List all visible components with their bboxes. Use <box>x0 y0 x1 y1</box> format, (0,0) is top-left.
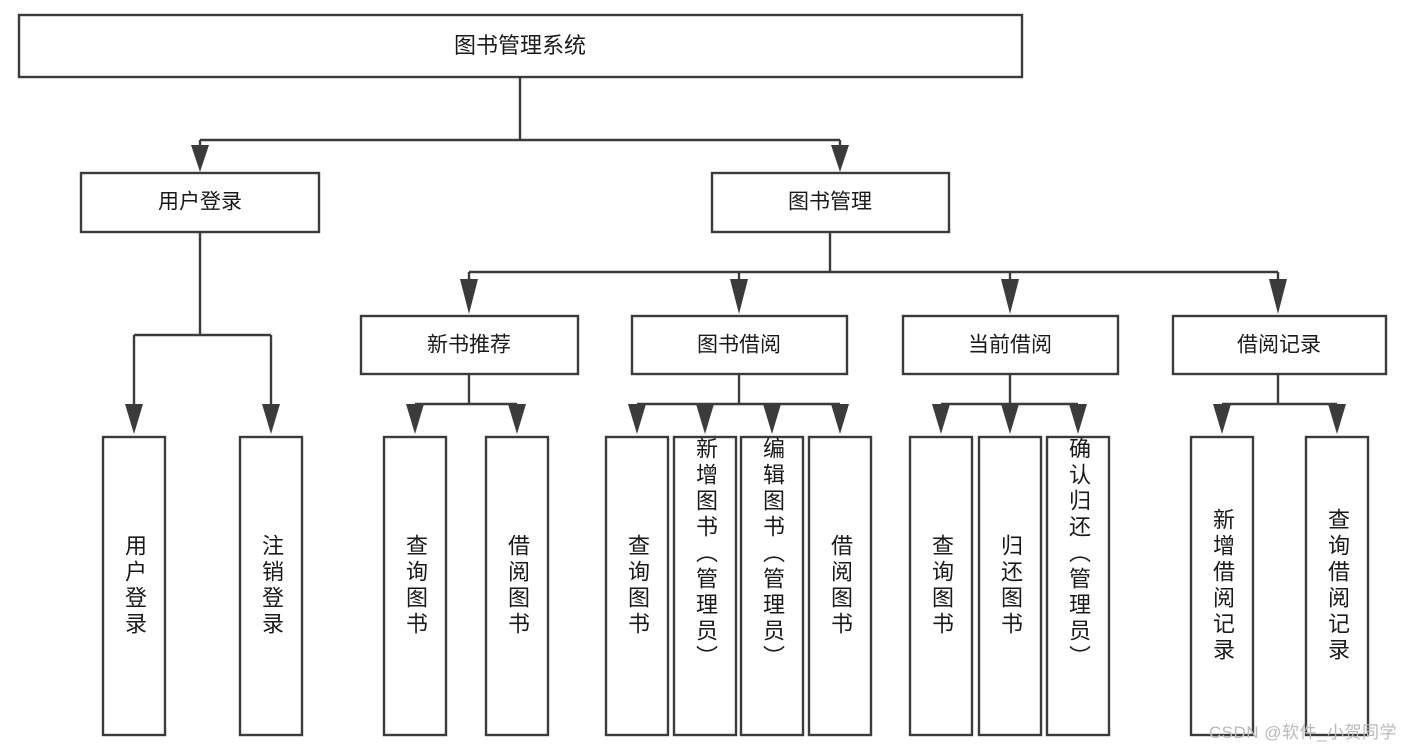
arrow-head-leaf-currentborrow-1 <box>932 404 950 434</box>
node-current-borrow[interactable] <box>901 314 1120 376</box>
arrow-head-leaf-currentborrow-2 <box>1001 404 1019 434</box>
node-current-borrow-label: 当前借阅 <box>968 334 1052 357</box>
arrow-head-borrow-records <box>1269 279 1287 314</box>
node-borrow-records-label: 借阅记录 <box>1237 334 1321 357</box>
node-leaf-add-borrow-record[interactable] <box>1189 435 1255 737</box>
connectors-borrow-records-to-leaves <box>1213 374 1346 434</box>
node-book-borrow-label: 图书借阅 <box>697 334 781 357</box>
arrow-head-leaf-user-login-2 <box>262 404 280 434</box>
node-root-system-label: 图书管理系统 <box>454 33 586 58</box>
connectors-book-borrow-to-leaves <box>628 374 849 434</box>
node-leaf-query-books-borrow[interactable] <box>604 435 670 737</box>
node-book-borrow[interactable] <box>630 314 849 376</box>
node-leaf-confirm-return-admin[interactable] <box>1045 435 1111 737</box>
node-user-login-label: 用户登录 <box>158 191 242 214</box>
node-root-system[interactable] <box>17 13 1024 79</box>
node-leaf-query-borrow-record[interactable] <box>1304 435 1370 737</box>
node-leaf-user-login[interactable] <box>101 435 167 737</box>
arrow-head-user-login <box>191 145 209 172</box>
node-leaf-borrow-books-recommend[interactable] <box>484 435 550 737</box>
arrow-head-leaf-borrowrecords-2 <box>1328 404 1346 434</box>
connectors-book-manage-to-level3 <box>460 232 1287 314</box>
node-borrow-records[interactable] <box>1171 314 1388 376</box>
node-leaf-edit-book-admin[interactable] <box>739 435 805 737</box>
node-leaf-add-book-admin[interactable] <box>672 435 738 737</box>
node-new-book-recommend[interactable] <box>359 314 580 376</box>
arrow-head-leaf-user-login-1 <box>125 404 143 434</box>
watermark-credit: CSDN @软件_小贺同学 <box>1208 723 1397 742</box>
arrow-head-leaf-bookborrow-4 <box>831 404 849 434</box>
node-book-manage[interactable] <box>710 171 951 234</box>
node-leaf-logout-login[interactable] <box>238 435 304 737</box>
arrow-head-leaf-newbook-2 <box>508 404 526 434</box>
arrow-head-leaf-borrowrecords-1 <box>1213 404 1231 434</box>
connectors-current-borrow-to-leaves <box>932 374 1087 434</box>
connectors-new-book-recommend-to-leaves <box>406 374 526 434</box>
arrow-head-new-book-recommend <box>460 279 478 314</box>
node-book-manage-label: 图书管理 <box>788 191 872 214</box>
node-user-login[interactable] <box>79 171 321 234</box>
node-leaf-query-books-current[interactable] <box>908 435 974 737</box>
arrow-head-current-borrow <box>1001 279 1019 314</box>
arrow-head-leaf-currentborrow-3 <box>1069 404 1087 434</box>
node-leaf-query-books-recommend[interactable] <box>382 435 448 737</box>
connectors-root-to-level2 <box>191 78 849 172</box>
node-new-book-recommend-label: 新书推荐 <box>427 334 511 357</box>
arrow-head-book-borrow <box>730 279 748 314</box>
connectors-user-login-to-leaves <box>125 232 280 434</box>
arrow-head-book-manage <box>831 145 849 172</box>
node-leaf-borrow-books[interactable] <box>807 435 873 737</box>
arrow-head-leaf-bookborrow-1 <box>628 404 646 434</box>
arrow-head-leaf-bookborrow-3 <box>763 404 781 434</box>
arrow-head-leaf-bookborrow-2 <box>696 404 714 434</box>
arrow-head-leaf-newbook-1 <box>406 404 424 434</box>
node-leaf-return-books[interactable] <box>977 435 1043 737</box>
